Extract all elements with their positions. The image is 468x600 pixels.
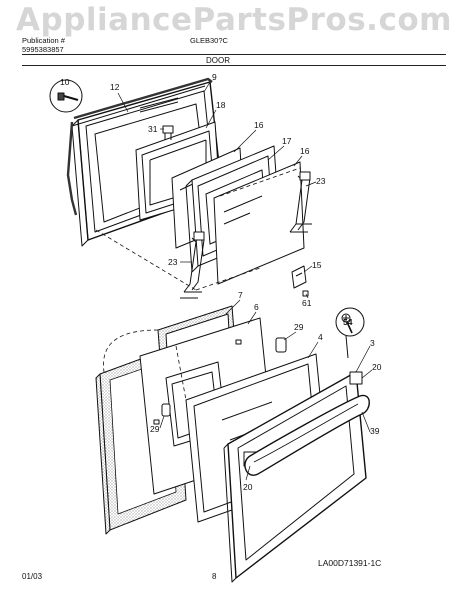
callout-3: 3 [370, 338, 375, 348]
callout-10: 10 [60, 77, 70, 87]
drawing-id: LA00D71391-1C [318, 558, 382, 568]
callout-16-rear: 16 [254, 120, 264, 130]
door-handle [244, 394, 370, 476]
callout-61: 61 [302, 298, 312, 308]
callout-12: 12 [110, 82, 120, 92]
window-bracket-right [289, 171, 312, 233]
screw-leader [345, 335, 349, 359]
hinge-receptacle [291, 265, 307, 289]
callout-29-left: 29 [150, 424, 160, 434]
callout-6: 6 [254, 302, 259, 312]
spacer-left [161, 403, 171, 417]
callout-16-front: 16 [300, 146, 310, 156]
callout-4: 4 [318, 332, 323, 342]
section-title: DOOR [206, 56, 230, 65]
callout-9: 9 [212, 72, 217, 82]
small-screw [302, 290, 309, 297]
callout-29-upper: 29 [294, 322, 304, 332]
window-clip [162, 125, 174, 140]
publication-number: 5995383857 [22, 45, 64, 54]
callout-17: 17 [282, 136, 292, 146]
callout-23-right: 23 [316, 176, 326, 186]
footer-date: 01/03 [22, 572, 43, 581]
callout-18: 18 [216, 100, 226, 110]
screw-detail-lower [341, 313, 353, 334]
callout-20-right: 20 [372, 362, 382, 372]
footer-page: 8 [212, 572, 217, 581]
spacer-upper [275, 337, 287, 353]
callout-31: 31 [148, 124, 158, 134]
callout-54: 54 [343, 317, 353, 327]
glass-pane-front [213, 161, 305, 285]
screw-detail [57, 92, 79, 101]
callout-7: 7 [238, 290, 243, 300]
callout-39: 39 [370, 426, 380, 436]
callout-15: 15 [312, 260, 322, 270]
callout-20-left: 20 [243, 482, 253, 492]
handle-end-cap-right [349, 371, 363, 385]
header-rule-top [22, 54, 446, 55]
header-rule-bottom [22, 65, 446, 66]
publication-label: Publication # [22, 36, 65, 45]
model-number: GLEB30?C [190, 36, 228, 45]
callout-23-left: 23 [168, 257, 178, 267]
window-bracket-left [180, 231, 205, 299]
